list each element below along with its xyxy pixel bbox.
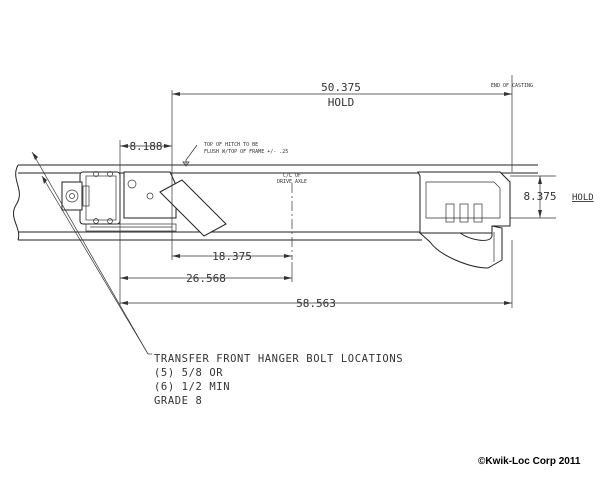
note-leader [31, 151, 152, 355]
dim-50-375-hold: HOLD [328, 96, 355, 109]
dim-18-375-value: 18.375 [212, 250, 252, 263]
note-line-1: TRANSFER FRONT HANGER BOLT LOCATIONS [154, 353, 403, 365]
dim-58-563-value: 58.563 [296, 297, 336, 310]
bolt-note: TRANSFER FRONT HANGER BOLT LOCATIONS (5)… [154, 353, 403, 407]
dim-50-375 [171, 75, 513, 260]
note-line-2: (5) 5/8 OR [154, 367, 223, 379]
copyright-text: ©Kwik-Loc Corp 2011 [478, 456, 581, 467]
dim-50-375-value: 50.375 [321, 81, 361, 94]
dim-58-563 [120, 240, 513, 308]
note-line-3: (6) 1/2 MIN [154, 381, 230, 393]
cl-label-2: DRIVE AXLE [277, 179, 307, 185]
end-of-casting-label: END OF CASTING [491, 83, 533, 89]
dim-8-188-value: 8.188 [129, 140, 162, 153]
dim-26-568 [120, 262, 293, 282]
dim-26-568-value: 26.568 [186, 272, 226, 285]
top-of-hitch-note-1: TOP OF HITCH TO BE [204, 142, 258, 148]
dim-18-375 [172, 254, 292, 258]
dim-8-188 [119, 140, 172, 305]
dim-8-375-hold: HOLD [572, 193, 594, 203]
cl-label-1: C/L OF [283, 173, 301, 179]
rear-casting [417, 171, 511, 269]
dim-8-375 [510, 175, 556, 219]
front-hanger-assembly [61, 171, 227, 237]
note-line-4: GRADE 8 [154, 395, 202, 407]
dim-8-375-value: 8.375 [523, 190, 556, 203]
top-of-hitch-note-2: FLUSH W/TOP OF FRAME +/- .25 [204, 149, 288, 155]
